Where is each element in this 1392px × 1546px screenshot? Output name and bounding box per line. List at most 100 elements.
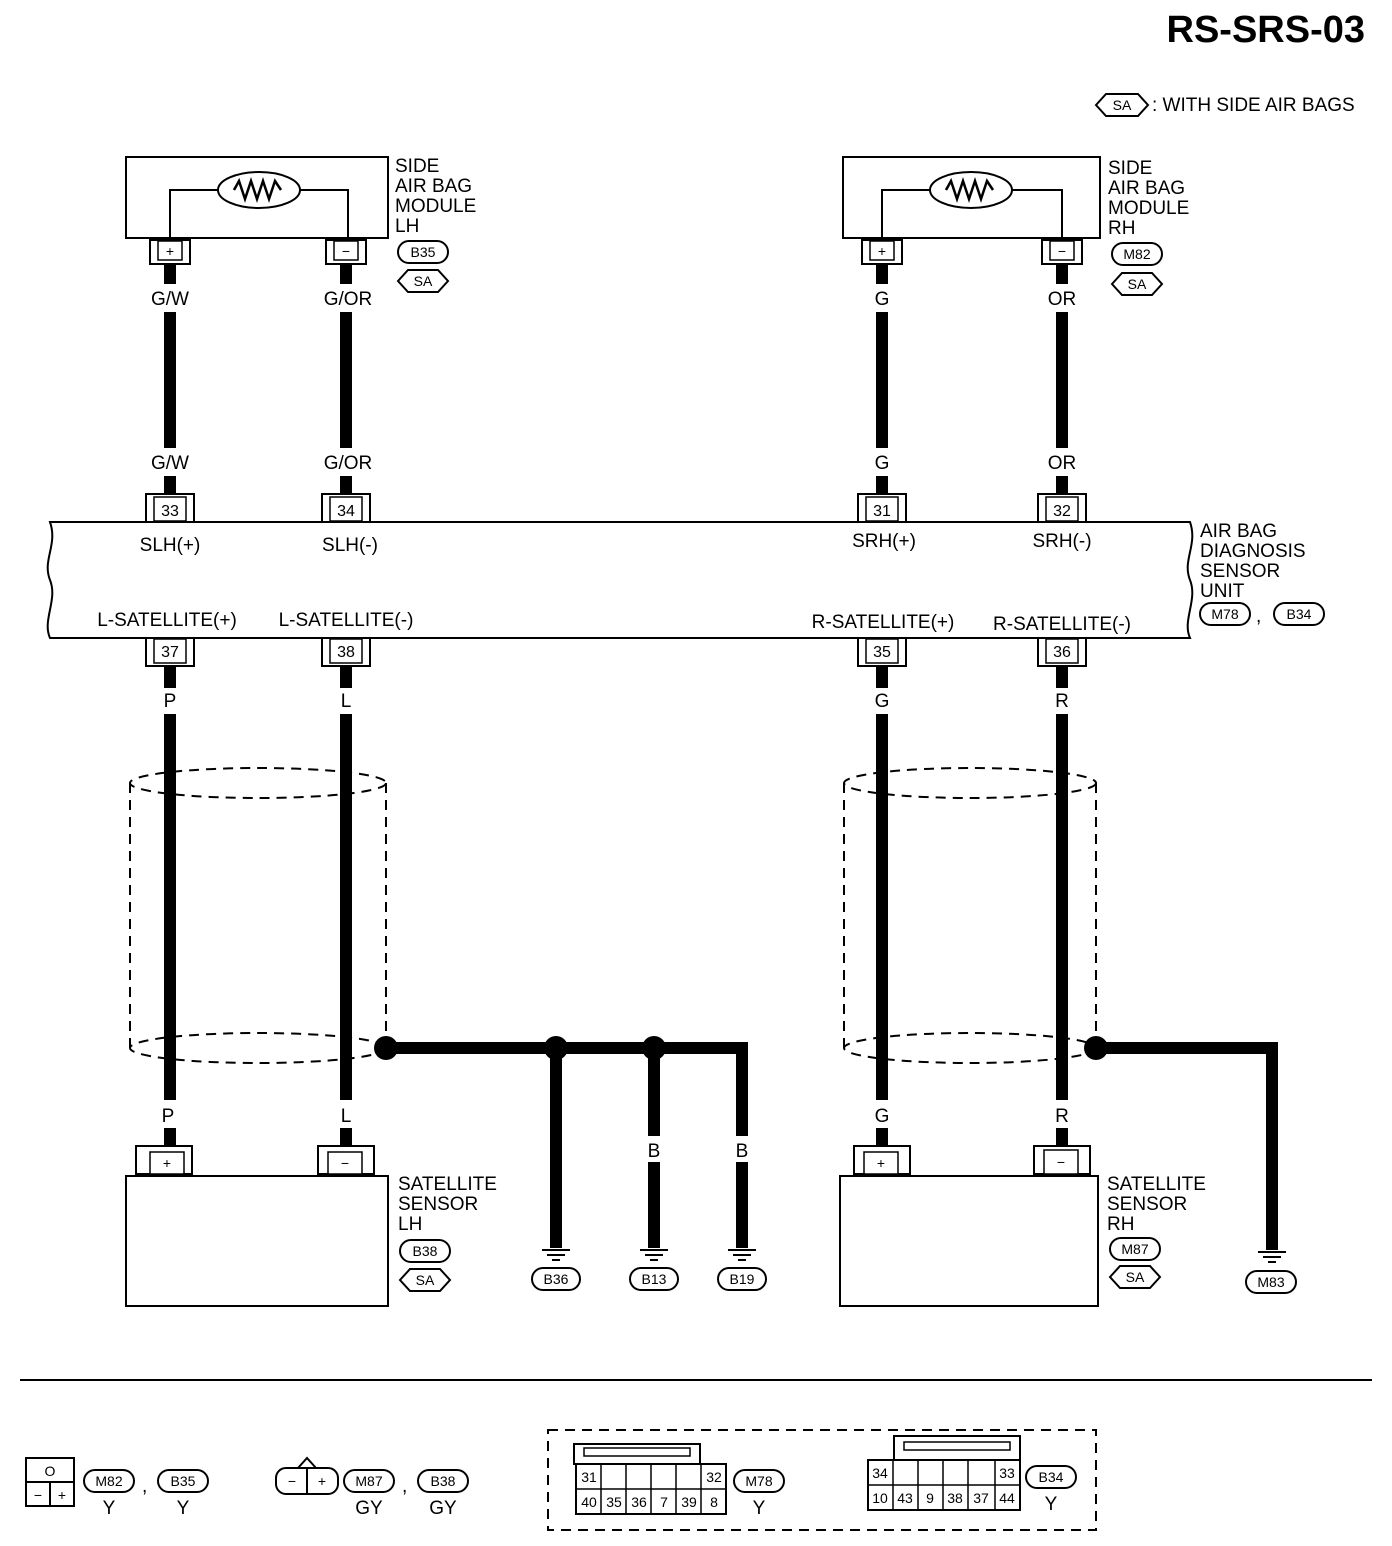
svg-text:SA: SA: [1126, 1269, 1145, 1285]
svg-text:,: ,: [402, 1476, 407, 1497]
module-name: SIDE AIR BAG MODULE LH: [395, 156, 482, 237]
svg-text:GY: GY: [429, 1498, 457, 1519]
svg-text:B13: B13: [642, 1271, 667, 1287]
connector-tag: [1109, 1237, 1161, 1261]
pin-signal: R-SATELLITE(-): [993, 614, 1131, 635]
legend-code: SA: [1113, 97, 1132, 113]
connector-tag: [531, 1267, 581, 1291]
connector-face-m78: 31 32 40 35 36 7 39 8 M78 Y: [573, 1443, 785, 1519]
svg-text:33: 33: [999, 1465, 1015, 1481]
svg-text:35: 35: [606, 1494, 622, 1510]
lower-wires: [164, 666, 1068, 1146]
svg-text:M82: M82: [95, 1473, 122, 1489]
side-airbag-module-lh: + − SIDE AIR BAG MODULE LH B35 SA: [125, 156, 482, 293]
pin-signal: L-SATELLITE(+): [97, 610, 237, 631]
ground-b36: B36: [531, 1249, 581, 1291]
pin-number: 33: [161, 503, 179, 520]
svg-text:SA: SA: [1128, 276, 1147, 292]
connector-tag: [417, 1469, 469, 1493]
pin-number: 38: [337, 644, 355, 661]
svg-text:M78: M78: [745, 1473, 772, 1489]
connector-tag: [1111, 242, 1163, 266]
wire-color-label: P: [162, 1106, 175, 1127]
wire-color-label: G/W: [151, 453, 189, 474]
pin-signal: SLH(-): [322, 535, 378, 556]
connector-tag: [83, 1469, 135, 1493]
minus-terminal: [1043, 1149, 1079, 1175]
pin-signal: SRH(+): [852, 531, 916, 552]
satellite-sensor-rh: + − SATELLITE SENSOR RH M87 SA: [839, 1145, 1211, 1307]
sensor-name: SATELLITE SENSOR LH: [398, 1174, 502, 1235]
svg-text:GY: GY: [355, 1498, 383, 1519]
connector-tag: [399, 1239, 451, 1263]
svg-text:−: −: [288, 1473, 296, 1489]
connector-face-m87-b38: − + M87 , B38 GY GY: [275, 1456, 469, 1519]
wire-color-label: OR: [1048, 289, 1077, 310]
pin-signal: R-SATELLITE(+): [812, 612, 955, 633]
ground-wiring: [386, 1042, 1278, 1250]
plus-terminal: [149, 1151, 185, 1175]
pin-number: 35: [873, 644, 891, 661]
connector-tag: [1273, 602, 1325, 626]
wire-color-label: G/OR: [324, 289, 373, 310]
pin-signal: SRH(-): [1032, 531, 1091, 552]
svg-text:B38: B38: [413, 1243, 438, 1259]
minus-terminal: [327, 1151, 363, 1175]
svg-text:10: 10: [872, 1490, 888, 1506]
svg-text:,: ,: [142, 1476, 147, 1497]
connector-faces-box: [547, 1429, 1097, 1531]
svg-text:44: 44: [999, 1490, 1015, 1506]
pin-number: 34: [337, 503, 355, 520]
upper-wires: [164, 264, 1068, 494]
svg-text:34: 34: [872, 1465, 888, 1481]
svg-text:−: −: [342, 243, 350, 259]
option-hex-icon: [1110, 272, 1164, 296]
option-hex-icon: [396, 269, 450, 293]
minus-terminal: [333, 240, 359, 261]
connector-tag: [1245, 1270, 1297, 1294]
connector-tag: [1025, 1465, 1077, 1489]
svg-text:M83: M83: [1257, 1274, 1284, 1290]
wire-color-label: OR: [1048, 453, 1077, 474]
svg-text:O: O: [45, 1463, 56, 1479]
svg-text:B35: B35: [411, 244, 436, 260]
svg-text:Y: Y: [1045, 1494, 1058, 1515]
wire-color-label: R: [1055, 1106, 1069, 1127]
svg-text:40: 40: [581, 1494, 597, 1510]
svg-text:9: 9: [926, 1490, 934, 1506]
wire-color-label: P: [164, 691, 177, 712]
pin-number: 31: [873, 503, 891, 520]
ground-m83: M83: [1245, 1251, 1297, 1294]
pin-number: 32: [1053, 503, 1071, 520]
option-hex-icon: [1108, 1265, 1162, 1289]
svg-text:7: 7: [660, 1494, 668, 1510]
connector-face-m82-b35: O − + M82 , B35 Y Y: [25, 1457, 209, 1519]
svg-text:B34: B34: [1287, 606, 1312, 622]
option-hex-icon: [1094, 93, 1150, 117]
svg-text:SA: SA: [414, 273, 433, 289]
wire-color-label: G/W: [151, 289, 189, 310]
svg-text:+: +: [877, 1155, 885, 1171]
svg-text:+: +: [166, 243, 174, 259]
connector-tag: [157, 1469, 209, 1493]
svg-text:M87: M87: [355, 1473, 382, 1489]
wire-color-label: G: [875, 691, 890, 712]
svg-text:36: 36: [631, 1494, 647, 1510]
svg-text:,: ,: [1256, 606, 1261, 627]
svg-text:Y: Y: [103, 1498, 116, 1519]
splice-dot: [544, 1036, 568, 1060]
sensor-name: SATELLITE SENSOR RH: [1107, 1174, 1211, 1235]
splice-dot: [374, 1036, 398, 1060]
wire-color-label: G: [875, 453, 890, 474]
minus-terminal: [1049, 240, 1075, 261]
svg-text:31: 31: [581, 1469, 597, 1485]
svg-text:−: −: [34, 1487, 42, 1503]
pin-signal: L-SATELLITE(-): [279, 610, 414, 631]
wire-color-label: G/OR: [324, 453, 373, 474]
pin-signal: SLH(+): [140, 535, 201, 556]
svg-text:+: +: [318, 1473, 326, 1489]
svg-text:−: −: [1058, 243, 1066, 259]
svg-text:38: 38: [947, 1490, 963, 1506]
connector-tag: [1199, 602, 1251, 626]
